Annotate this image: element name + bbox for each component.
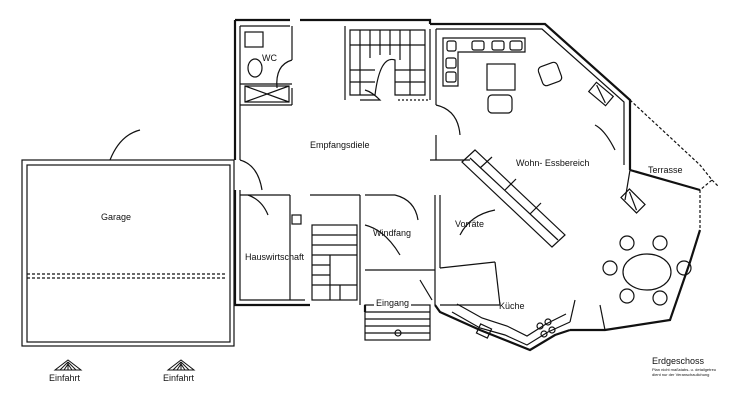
room-label-wc: WC xyxy=(262,53,277,63)
stairs-lower xyxy=(291,214,358,301)
room-label-garage: Garage xyxy=(101,212,132,222)
room-label-hauswirtschaft: Hauswirtschaft xyxy=(245,252,305,262)
floor-subtitle-line2: dient nur der Veranschaulichung xyxy=(652,372,710,377)
driveway-label-left: Einfahrt xyxy=(49,373,81,383)
driveway-icon-right xyxy=(166,359,196,371)
room-label-vorraete: Vorräte xyxy=(455,219,485,229)
sideboard xyxy=(461,149,566,248)
floor-subtitle: Plan nicht maßstabs- u. detailgetreu die… xyxy=(652,367,716,377)
room-label-wohn-essbereich: Wohn- Essbereich xyxy=(516,158,590,168)
garage-outline xyxy=(21,129,235,347)
room-label-terrasse: Terrasse xyxy=(648,165,683,175)
entrance-steps xyxy=(364,279,433,341)
room-label-windfang: Windfang xyxy=(373,228,412,238)
floor-subtitle-line1: Plan nicht maßstabs- u. detailgetreu xyxy=(652,367,717,372)
room-label-kueche: Küche xyxy=(499,301,525,311)
terrace-outline xyxy=(629,99,719,230)
driveway-label-right: Einfahrt xyxy=(163,373,195,383)
wc-fixtures xyxy=(244,31,290,103)
door-swings xyxy=(239,59,616,256)
stairs-upper xyxy=(349,29,430,101)
driveway-icon-left xyxy=(53,359,83,371)
room-label-eingang: Eingang xyxy=(374,298,412,308)
windows xyxy=(587,81,646,214)
dining-table xyxy=(602,235,692,306)
kitchen-counter xyxy=(451,299,606,346)
room-label-empfangsdiele: Empfangsdiele xyxy=(310,140,370,150)
living-furniture xyxy=(442,37,563,114)
floor-title: Erdgeschoss xyxy=(652,356,705,366)
